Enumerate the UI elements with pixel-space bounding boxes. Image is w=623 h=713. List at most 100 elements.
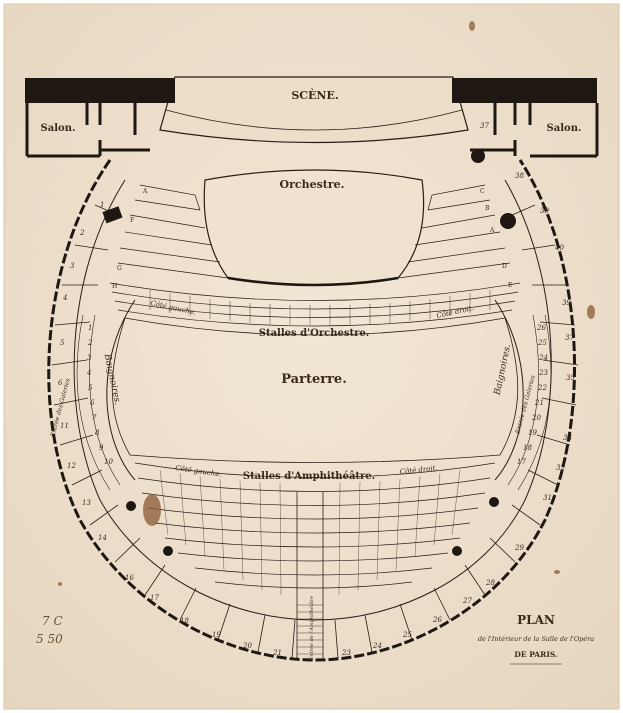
baignoire-number: 6 (90, 399, 95, 407)
baignoire-number: 7 (92, 414, 97, 422)
plan-title: PLAN (517, 613, 555, 627)
box-number: 4 (62, 294, 67, 302)
baignoire-number: 10 (104, 458, 113, 466)
box-number: 39 (540, 207, 549, 215)
baignoires-right-boxes (507, 314, 552, 491)
parterre-area (111, 317, 519, 463)
amphi-stairs (297, 604, 323, 655)
baignoire-number: 22 (537, 384, 547, 392)
parterre-label: Parterre. (281, 372, 346, 387)
row-letter-left-A: A (142, 188, 148, 195)
handwritten-price: 5 50 (36, 632, 63, 646)
amphi-entrance-label: Entrée de l'Amphithéâtre (308, 596, 315, 661)
wall-top-left (25, 78, 175, 103)
box-number: 37 (565, 334, 574, 342)
outer-wall (47, 159, 576, 662)
box-number: 39 (562, 299, 571, 307)
box-number: 13 (82, 499, 91, 507)
box-number: 29 (514, 544, 524, 552)
baignoire-number: 9 (99, 444, 104, 452)
baignoire-numbers-right: 26 25 24 23 22 21 20 19 18 17 (517, 324, 548, 466)
pillars (102, 149, 516, 556)
box-number: 35 (566, 374, 575, 382)
wall-top-right (452, 78, 597, 103)
baignoire-number: 18 (523, 444, 532, 452)
baignoire-number: 21 (534, 399, 544, 407)
baignoire-number: 26 (536, 324, 546, 332)
box-numbers-right: 37 38 39 40 39 37 35 33 32 31 29 28 27 2… (341, 122, 575, 657)
orchestra-label: Orchestre. (280, 178, 345, 191)
baignoire-number: 3 (87, 354, 92, 362)
amphi-central-aisle (296, 492, 324, 658)
baignoire-number: 20 (531, 414, 541, 422)
box-number: 3 (70, 262, 75, 270)
box-number: 28 (485, 579, 495, 587)
amphi-seat-ticks (159, 469, 461, 596)
baignoire-number: 4 (86, 369, 91, 377)
stalls-block-left-upper (117, 184, 229, 279)
amphi-rows (134, 462, 496, 589)
baignoire-number: 19 (528, 429, 537, 437)
baignoire-number: 17 (517, 458, 526, 466)
row-letter-left-G: G (117, 265, 122, 272)
box-number: 11 (60, 422, 69, 430)
baignoire-number: 5 (88, 384, 93, 392)
box-number: 24 (372, 642, 382, 650)
box-number: 37 (480, 122, 489, 130)
salon-right-room (470, 103, 599, 158)
stage-area (159, 76, 469, 144)
baignoire-number: 24 (538, 354, 548, 362)
baignoire-number: 1 (88, 324, 92, 332)
box-number: 33 (563, 434, 572, 442)
row-letter-right-D: D (502, 263, 507, 270)
stage-label: SCÈNE. (291, 88, 338, 102)
box-number: 14 (98, 534, 107, 542)
baignoire-number: 2 (87, 339, 93, 347)
row-letter-left-H: H (112, 283, 117, 290)
box-number: 6 (58, 379, 63, 387)
stalls-orchestra-label: Stalles d'Orchestre. (259, 328, 370, 339)
box-number: 23 (341, 649, 351, 657)
baignoire-number: 23 (538, 369, 548, 377)
box-number: 40 (554, 244, 564, 252)
row-letter-right-B: B (485, 205, 490, 212)
box-number: 31 (543, 494, 552, 502)
box-number: 12 (67, 462, 76, 470)
baignoires-left-boxes (76, 314, 121, 491)
box-number: 17 (150, 594, 159, 602)
amphi-side-right: Côté droit. (399, 464, 438, 476)
box-number: 19 (212, 631, 221, 639)
box-number: 26 (432, 616, 442, 624)
box-number: 21 (272, 649, 282, 657)
box-number: 38 (515, 172, 524, 180)
amphi-stalls-label: Stalles d'Amphithéâtre. (243, 471, 375, 482)
salon-left-label: Salon. (41, 123, 76, 134)
baignoire-number: 8 (95, 429, 100, 437)
box-numbers-left: 1 2 3 4 5 6 11 12 13 14 16 17 18 19 20 2… (58, 201, 282, 657)
row-letter-right-A: A (489, 227, 495, 234)
box-number: 16 (125, 574, 134, 582)
row-letter-right-E: E (508, 282, 512, 289)
box-number: 18 (180, 617, 189, 625)
row-letter-right-C: C (480, 188, 485, 195)
salon-left-room (25, 103, 150, 158)
salon-right-label: Salon. (547, 123, 582, 134)
box-number: 27 (462, 597, 472, 605)
box-number: 32 (556, 464, 565, 472)
baignoire-number: 25 (537, 339, 547, 347)
stage-curve (165, 109, 463, 131)
orchestra-front-wall (227, 276, 399, 287)
stalls-orchestra-rows (109, 282, 521, 327)
stalls-block-right-upper (397, 184, 511, 279)
box-number: 20 (242, 642, 252, 650)
baignoires-ring (106, 299, 524, 481)
handwritten-note: 7 C (42, 614, 63, 628)
plan-city: DE PARIS. (514, 650, 557, 659)
box-number: 2 (79, 229, 85, 237)
baignoire-numbers-left: 1 2 3 4 5 6 7 8 9 10 (86, 324, 113, 466)
row-letter-left-F: F (130, 217, 134, 224)
paper-stains (58, 21, 595, 586)
box-number: 1 (100, 201, 104, 209)
stalls-orchestra-seat-ticks (149, 290, 491, 325)
